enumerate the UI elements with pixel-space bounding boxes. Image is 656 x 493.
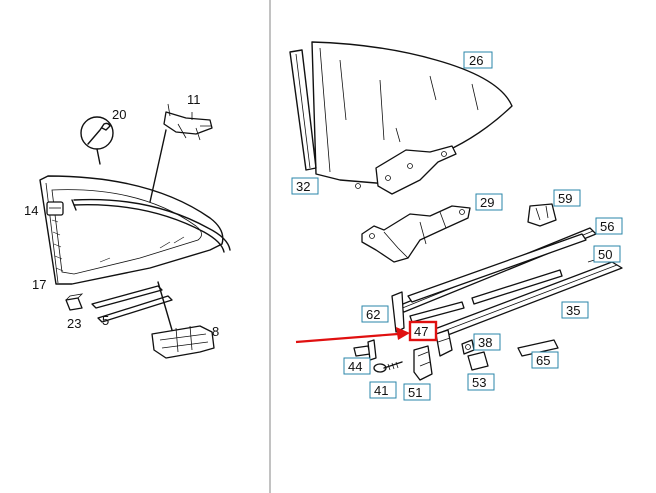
callout-box-59 <box>553 189 581 207</box>
glass-bracket <box>355 145 457 195</box>
callout-box-26 <box>463 51 493 69</box>
upper-seal-strip <box>71 198 231 253</box>
callout-box-51 <box>403 383 431 401</box>
callout-50: 50 <box>598 247 612 262</box>
left-panel <box>39 103 231 359</box>
clip-14 <box>46 201 64 216</box>
rivet-44 <box>353 339 377 361</box>
bracket-11 <box>149 103 213 203</box>
right-panel <box>289 41 623 381</box>
carrier-29 <box>361 205 471 263</box>
seal-strip-35 <box>431 253 623 339</box>
callout-23: 23 <box>67 316 81 331</box>
callout-box-47-highlight <box>408 320 438 342</box>
block-53 <box>467 351 489 371</box>
callout-32: 32 <box>296 179 310 194</box>
callout-56: 56 <box>600 219 614 234</box>
callout-65: 65 <box>536 353 550 368</box>
callout-box-41 <box>369 381 397 399</box>
block-23 <box>65 293 84 311</box>
callout-box-38 <box>473 333 501 351</box>
callout-box-44 <box>343 357 371 375</box>
wrench-icon <box>80 116 114 165</box>
clip-47 <box>435 329 453 357</box>
callout-44: 44 <box>348 359 362 374</box>
callout-box-32 <box>291 177 319 195</box>
short-strips <box>409 269 563 323</box>
callout-17: 17 <box>32 277 46 292</box>
callout-5: 5 <box>102 313 109 328</box>
nut-38 <box>461 339 475 355</box>
callout-38: 38 <box>478 335 492 350</box>
guide-rail-32 <box>289 49 317 171</box>
lower-seal-strip <box>91 285 173 323</box>
screw-41 <box>373 361 403 373</box>
callout-47: 47 <box>414 324 428 339</box>
callout-26: 26 <box>469 53 483 68</box>
callout-51: 51 <box>408 385 422 400</box>
seal-strip-50 <box>407 233 587 303</box>
bracket-8 <box>151 281 215 359</box>
callout-14: 14 <box>24 203 38 218</box>
callout-62: 62 <box>366 307 380 322</box>
quarter-window-glass <box>39 175 224 285</box>
callout-11: 11 <box>187 92 201 107</box>
bracket-62 <box>391 291 405 333</box>
callout-labels: 20 11 14 17 23 5 8 26 32 29 59 56 50 62 … <box>24 51 623 401</box>
callout-box-29 <box>475 193 503 211</box>
pad-65 <box>517 339 559 357</box>
block-59 <box>527 203 557 227</box>
callout-8: 8 <box>212 324 219 339</box>
callout-box-53 <box>467 373 495 391</box>
callout-41: 41 <box>374 383 388 398</box>
callout-box-65 <box>531 351 559 369</box>
callout-box-35 <box>561 301 589 319</box>
callout-29: 29 <box>480 195 494 210</box>
bracket-51 <box>413 345 433 381</box>
callout-53: 53 <box>472 375 486 390</box>
callout-box-50 <box>593 245 621 263</box>
callout-59: 59 <box>558 191 572 206</box>
red-arrow-icon <box>295 327 410 344</box>
callout-35: 35 <box>566 303 580 318</box>
callout-20: 20 <box>112 107 126 122</box>
callout-box-62 <box>361 305 389 323</box>
callout-box-56 <box>595 217 623 235</box>
